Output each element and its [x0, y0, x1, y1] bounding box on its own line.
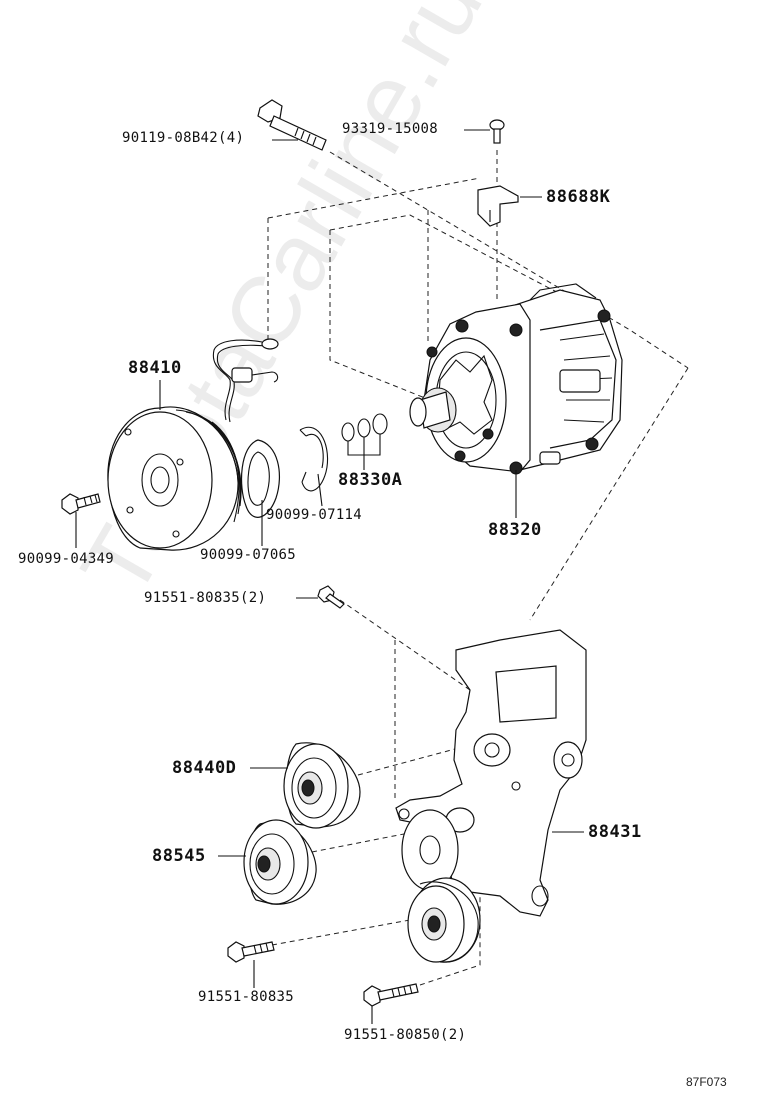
bracket-bolt-upper	[317, 585, 345, 609]
label-bracket-screw: 93319-15008	[342, 121, 439, 137]
label-snap-ring: 90099-07114	[266, 507, 363, 523]
label-clutch-pulley: 88410	[128, 358, 182, 378]
tension-pulley-88545	[243, 819, 317, 905]
label-compressor-bracket: 88431	[588, 822, 642, 842]
ac-compressor	[409, 283, 623, 475]
bracket-idler-pulley	[407, 877, 481, 963]
clutch-bolt	[61, 493, 101, 515]
label-idler-pulley: 88440D	[172, 758, 237, 778]
idler-pulley-88440d	[283, 742, 361, 829]
label-shim-set: 88330A	[338, 470, 403, 490]
label-bolt-lower: 91551-80835	[198, 989, 295, 1005]
compressor-bracket	[395, 629, 587, 917]
label-compressor: 88320	[488, 520, 542, 540]
bracket-screw	[489, 119, 505, 144]
label-clutch-ring: 90099-07065	[200, 547, 297, 563]
magnetic-clutch-pulley	[107, 406, 242, 551]
label-tension-pulley: 88545	[152, 846, 206, 866]
bolt-lower	[227, 941, 275, 963]
snap-ring	[299, 426, 328, 492]
label-bracket: 88688K	[546, 187, 611, 207]
shim-set	[341, 413, 388, 456]
label-bolt-lower-long: 91551-80850(2)	[344, 1027, 467, 1043]
bolt-lower-long	[363, 983, 419, 1007]
bracket-88688k	[477, 185, 519, 227]
label-compressor-bolt: 90119-08B42(4)	[122, 130, 245, 146]
compressor-bolt	[257, 99, 327, 151]
diagram-code: 87F073	[686, 1075, 727, 1089]
label-bracket-bolt: 91551-80835(2)	[144, 590, 267, 606]
leader-lines	[75, 129, 584, 1024]
clutch-wire-harness	[212, 338, 279, 423]
label-clutch-bolt: 90099-04349	[18, 551, 115, 567]
clutch-ring	[240, 439, 280, 518]
